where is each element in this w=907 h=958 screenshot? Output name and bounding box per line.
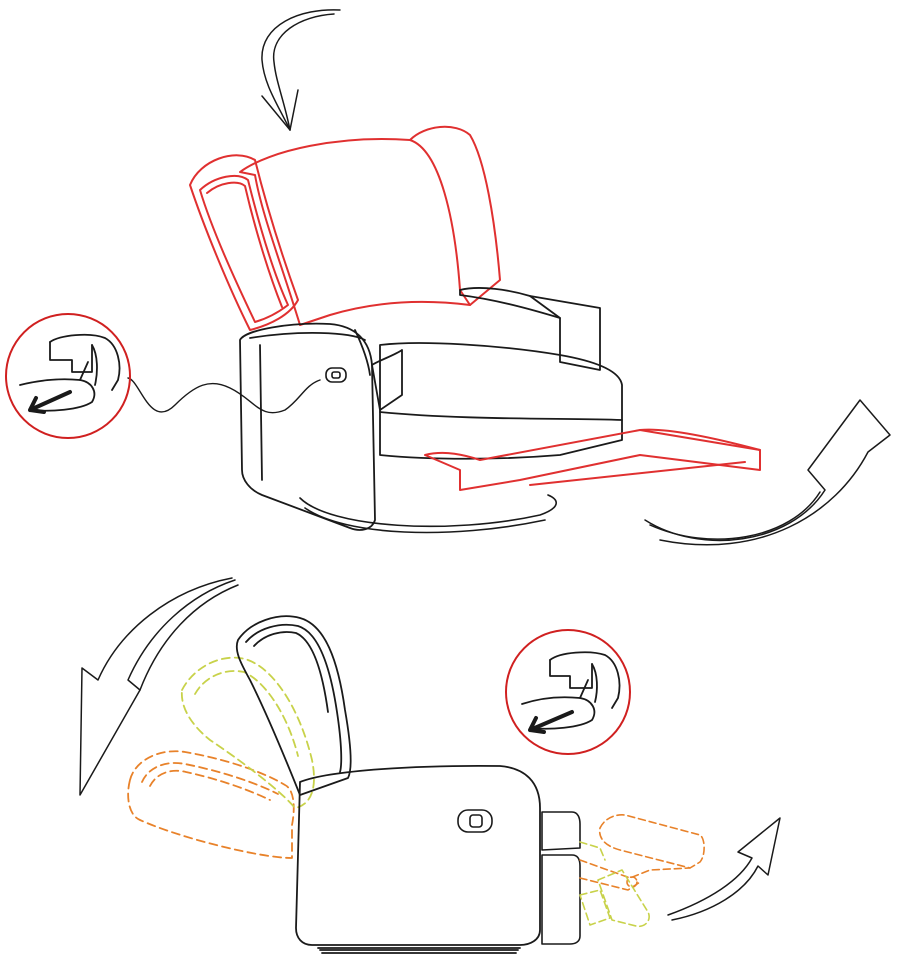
release-handle-callout-top (6, 314, 130, 438)
curved-arrow-up-icon (645, 400, 890, 545)
recline-handle-bottom (458, 810, 492, 832)
intermediate-backrest (182, 658, 314, 808)
seat-cushion (380, 343, 622, 459)
upright-backrest (237, 616, 351, 795)
recliner-chair-icon (128, 127, 760, 533)
stacked-footrest (542, 812, 580, 944)
footrest (425, 430, 760, 490)
backrest (190, 127, 500, 330)
chair-body-side (296, 766, 540, 953)
recliner-side-icon (128, 616, 704, 953)
right-armrest (460, 288, 600, 370)
reclined-backrest (128, 751, 294, 858)
extended-footrest (580, 815, 704, 890)
curved-arrow-down-icon (262, 10, 340, 130)
curved-arrow-up-right-icon (668, 818, 780, 920)
swivel-base (300, 495, 556, 533)
left-armrest (240, 324, 402, 530)
curved-arrow-left-icon (80, 578, 238, 795)
handle-connector-line (128, 378, 320, 413)
recline-handle-top (326, 368, 346, 382)
release-handle-callout-bottom (506, 630, 630, 754)
